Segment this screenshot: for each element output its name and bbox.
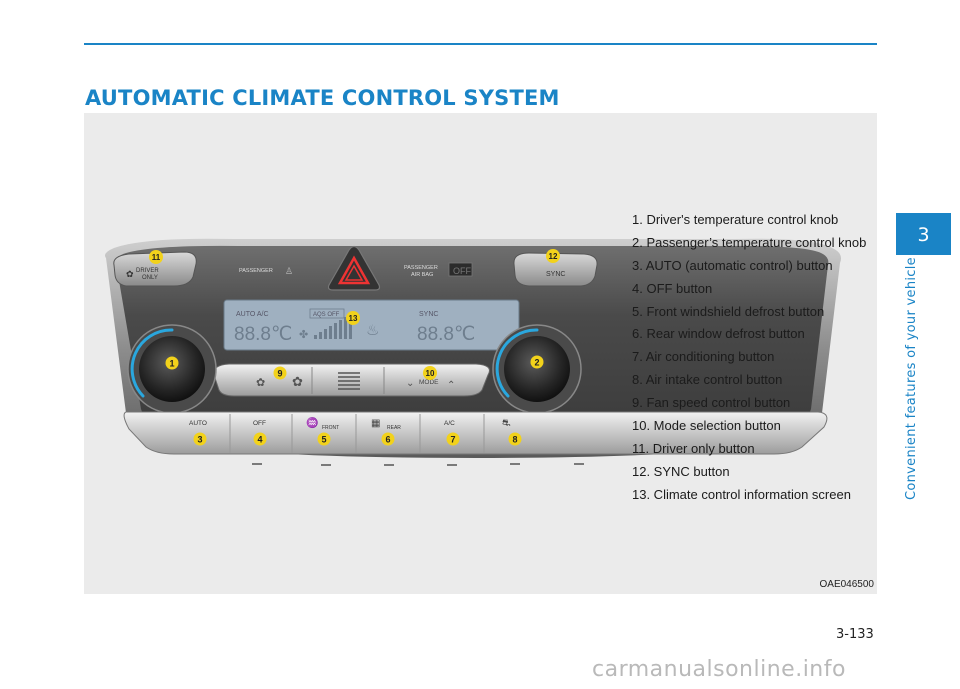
sync-button[interactable]	[513, 252, 598, 287]
header-rule	[84, 43, 877, 45]
figure-panel: DRIVER ONLY ✿ SYNC PASSENGER ♙ PASSENGER…	[84, 113, 877, 594]
svg-text:11: 11	[152, 253, 161, 262]
legend-list: 1. Driver's temperature control knob 2. …	[632, 209, 866, 507]
callout-12: 12	[546, 249, 560, 263]
svg-text:8: 8	[512, 435, 517, 445]
legend-item: 6. Rear window defrost button	[632, 326, 805, 342]
callout-2: 2	[530, 355, 544, 369]
watermark: carmanualsonline.info	[592, 657, 846, 682]
svg-text:1: 1	[169, 359, 174, 369]
legend-item: 3. AUTO (automatic control) button	[632, 257, 833, 273]
callout-6: 6	[381, 432, 395, 446]
callout-markers: 1 2 3 4 5 6 7 8 9 10 11 12 13	[149, 249, 560, 446]
callout-10: 10	[423, 366, 437, 380]
sync-label: SYNC	[546, 271, 565, 278]
driver-only-label-2: ONLY	[142, 275, 158, 281]
air-vent-icon	[338, 372, 360, 390]
airbag-off-indicator	[448, 262, 473, 277]
display-sync: SYNC	[419, 311, 438, 318]
rear-defrost-icon: ▦	[371, 418, 380, 429]
legend-item: 9. Fan speed control button	[632, 395, 791, 411]
svg-text:12: 12	[549, 252, 558, 261]
display-passenger-temp: 88.8℃	[417, 324, 475, 345]
front-defrost-icon: ♒	[306, 416, 318, 429]
chevron-down-icon: ⌄	[406, 378, 414, 389]
display-driver-temp: 88.8℃	[234, 324, 292, 345]
callout-1: 1	[165, 356, 179, 370]
passenger-temp-knob[interactable]	[492, 324, 582, 414]
mode-label: MODE	[419, 379, 439, 386]
chapter-number: 3	[917, 224, 930, 246]
svg-text:9: 9	[277, 369, 282, 379]
chapter-title: Convenient features of your vehicle	[904, 257, 919, 500]
page-number: 3-133	[836, 627, 874, 642]
svg-text:13: 13	[349, 314, 358, 323]
chevron-up-icon: ⌃	[447, 380, 455, 391]
airflow-icon: ♨	[366, 322, 379, 339]
legend-item: 8. Air intake control button	[632, 372, 783, 388]
legend-item: 1. Driver's temperature control knob	[632, 212, 839, 227]
legend-item: 5. Front windshield defrost button	[632, 303, 825, 319]
airbag-label-2: AIR BAG	[411, 272, 433, 278]
callout-3: 3	[193, 432, 207, 446]
airbag-off-text: OFF	[453, 266, 471, 276]
display-aqs-off: AQS OFF	[313, 312, 340, 318]
fan-high-icon: ✿	[292, 374, 303, 389]
driver-only-label: DRIVER	[136, 268, 159, 274]
hazard-icon	[337, 255, 371, 285]
callout-4: 4	[253, 432, 267, 446]
fan-level-bars	[314, 314, 352, 339]
legend-item: 7. Air conditioning button	[632, 349, 775, 365]
callout-11: 11	[149, 250, 163, 264]
callout-8: 8	[508, 432, 522, 446]
passenger-label: PASSENGER	[239, 268, 273, 274]
ac-label: A/C	[444, 420, 455, 427]
air-intake-icon: ⛐	[502, 418, 511, 429]
svg-text:5: 5	[321, 435, 326, 445]
chapter-tab: 3	[896, 213, 951, 255]
svg-text:6: 6	[385, 435, 390, 445]
legend-item: 13. Climate control information screen	[632, 486, 851, 502]
auto-label: AUTO	[189, 420, 207, 427]
driver-only-button[interactable]	[113, 251, 197, 287]
callout-9: 9	[273, 366, 287, 380]
passenger-knob-ring	[495, 328, 539, 398]
legend-item: 10. Mode selection button	[632, 418, 781, 434]
svg-text:7: 7	[450, 435, 455, 445]
climate-control-illustration: DRIVER ONLY ✿ SYNC PASSENGER ♙ PASSENGER…	[105, 238, 841, 466]
seatbelt-icon: ♙	[285, 266, 293, 276]
legend-item: 12. SYNC button	[632, 463, 730, 479]
airbag-label: PASSENGER	[404, 265, 438, 271]
svg-text:2: 2	[534, 358, 539, 368]
figure-code: OAE046500	[819, 579, 875, 590]
rear-label: REAR	[387, 425, 401, 431]
off-label: OFF	[253, 420, 266, 427]
front-label: FRONT	[322, 425, 339, 431]
fan-icon: ✿	[126, 269, 134, 279]
legend-item: 2. Passenger’s temperature control knob	[632, 234, 867, 250]
svg-text:4: 4	[257, 435, 262, 445]
callout-13: 13	[346, 311, 360, 325]
legend-item: 11. Driver only button	[632, 440, 755, 456]
svg-text:3: 3	[197, 435, 202, 445]
svg-text:10: 10	[426, 369, 435, 378]
climate-info-screen	[223, 299, 520, 351]
fan-low-icon: ✿	[256, 377, 265, 389]
callout-5: 5	[317, 432, 331, 446]
page-title: AUTOMATIC CLIMATE CONTROL SYSTEM	[85, 86, 560, 110]
driver-knob-ring	[130, 328, 174, 398]
callout-7: 7	[446, 432, 460, 446]
legend-item: 4. OFF button	[632, 280, 713, 296]
fan-speed-icon: ✤	[299, 329, 308, 341]
display-auto-ac: AUTO A/C	[236, 311, 269, 318]
